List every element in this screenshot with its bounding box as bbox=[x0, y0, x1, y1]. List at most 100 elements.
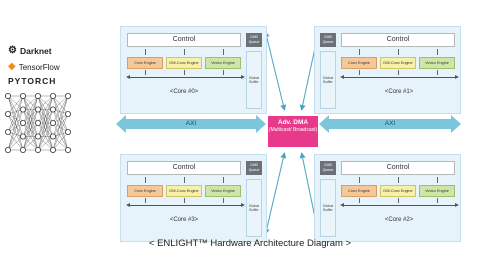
dw-conv-engine: DW-Conv Engine bbox=[380, 185, 416, 197]
cmd-queue-block: CMD Queue bbox=[246, 33, 262, 47]
vector-engine: Vector Engine bbox=[205, 185, 241, 197]
nn-node bbox=[65, 147, 72, 154]
tensorflow-icon: ◆ bbox=[8, 61, 16, 72]
vector-engine: Vector Engine bbox=[419, 185, 455, 197]
global-buffer-block: Global Buffer bbox=[246, 51, 262, 109]
nn-edge bbox=[52, 122, 69, 151]
nn-edge bbox=[7, 95, 24, 124]
pytorch-label: PYTORCH bbox=[8, 76, 57, 86]
nn-node bbox=[50, 147, 57, 154]
global-buffer-block: Global Buffer bbox=[246, 179, 262, 237]
core-label: <Core #3> bbox=[169, 217, 199, 223]
core-1: Control CMD Queue Global Buffer Conv Eng… bbox=[314, 26, 461, 114]
nn-node bbox=[35, 120, 42, 127]
dma-subtitle: (Multicast/ Broadcast) bbox=[268, 127, 318, 133]
nn-node bbox=[19, 93, 26, 99]
neural-network-icon bbox=[5, 93, 72, 154]
data-path-tick bbox=[184, 198, 185, 203]
link-core0-dma bbox=[263, 31, 287, 111]
data-path-tick bbox=[223, 49, 224, 55]
data-path-tick bbox=[184, 49, 185, 55]
cmd-queue-block: CMD Queue bbox=[246, 161, 262, 175]
nn-node bbox=[50, 133, 57, 140]
vector-engine: Vector Engine bbox=[205, 57, 241, 69]
nn-edge bbox=[7, 95, 24, 110]
nn-node bbox=[5, 110, 11, 117]
nn-edge bbox=[22, 95, 39, 137]
core-data-bus bbox=[126, 75, 245, 79]
nn-node bbox=[19, 147, 26, 154]
nn-edge bbox=[52, 95, 69, 115]
nn-edge bbox=[7, 113, 24, 151]
nn-node bbox=[35, 133, 42, 140]
nn-edge bbox=[7, 95, 24, 151]
data-path-tick bbox=[223, 177, 224, 183]
nn-edge bbox=[22, 122, 39, 151]
cmd-queue-block: CMD Queue bbox=[320, 33, 336, 47]
nn-node bbox=[5, 93, 11, 99]
core-data-bus bbox=[126, 203, 245, 207]
nn-edge bbox=[52, 113, 69, 137]
conv-engine: Conv Engine bbox=[341, 185, 377, 197]
axi-right-bus: AXI bbox=[319, 115, 461, 133]
nn-edge bbox=[52, 136, 69, 151]
data-path-tick bbox=[437, 70, 438, 75]
dw-conv-engine: DW-Conv Engine bbox=[166, 57, 202, 69]
data-path-tick bbox=[398, 177, 399, 183]
nn-edge bbox=[7, 122, 24, 151]
data-path-tick bbox=[359, 198, 360, 203]
nn-edge bbox=[52, 131, 69, 151]
tensorflow-logo: ◆ TensorFlow bbox=[8, 62, 118, 72]
darknet-logo: ⚙ Darknet bbox=[8, 46, 118, 57]
core-label: <Core #1> bbox=[384, 89, 414, 95]
nn-node bbox=[65, 129, 72, 136]
data-path-tick bbox=[145, 198, 146, 203]
nn-node bbox=[65, 110, 72, 117]
data-path-tick bbox=[359, 49, 360, 55]
control-block: Control bbox=[127, 33, 241, 47]
adv-dma-block: Adv. DMA (Multicast/ Broadcast) bbox=[268, 116, 318, 147]
pytorch-logo: PYTORCH bbox=[8, 76, 118, 86]
core-data-bus bbox=[340, 203, 459, 207]
darknet-label: Darknet bbox=[19, 46, 52, 56]
data-path-tick bbox=[437, 177, 438, 183]
nn-edge bbox=[52, 95, 69, 151]
data-path-tick bbox=[359, 177, 360, 183]
nn-node bbox=[19, 120, 26, 127]
axi-left-bus: AXI bbox=[116, 115, 266, 133]
nn-edge bbox=[22, 136, 39, 151]
data-path-tick bbox=[184, 177, 185, 183]
tensorflow-label: TensorFlow bbox=[18, 62, 60, 72]
dw-conv-engine: DW-Conv Engine bbox=[166, 185, 202, 197]
nn-edge bbox=[37, 109, 54, 151]
nn-node bbox=[50, 106, 57, 113]
nn-edge bbox=[22, 95, 39, 124]
data-path-tick bbox=[184, 70, 185, 75]
conv-engine: Conv Engine bbox=[341, 57, 377, 69]
nn-edge bbox=[22, 109, 39, 151]
nn-node bbox=[35, 93, 42, 99]
vector-engine: Vector Engine bbox=[419, 57, 455, 69]
nn-edge bbox=[37, 95, 54, 124]
cmd-queue-block: CMD Queue bbox=[320, 161, 336, 175]
nn-edge bbox=[22, 95, 39, 110]
nn-edge bbox=[7, 113, 24, 137]
nn-edge bbox=[22, 95, 39, 151]
nn-node bbox=[35, 147, 42, 154]
data-path-tick bbox=[223, 198, 224, 203]
nn-node bbox=[65, 93, 72, 99]
nn-node bbox=[35, 106, 42, 113]
core-3: Control CMD Queue Global Buffer Conv Eng… bbox=[120, 154, 267, 242]
nn-edge bbox=[37, 95, 54, 151]
conv-engine: Conv Engine bbox=[127, 185, 163, 197]
conv-engine: Conv Engine bbox=[127, 57, 163, 69]
nn-edge bbox=[52, 95, 69, 137]
data-path-tick bbox=[398, 70, 399, 75]
dma-title: Adv. DMA bbox=[277, 119, 309, 126]
nn-edge bbox=[7, 109, 24, 133]
nn-edge bbox=[37, 95, 54, 110]
nn-edge bbox=[7, 95, 24, 133]
nn-edge bbox=[7, 109, 24, 151]
nn-edge bbox=[37, 95, 54, 137]
dw-conv-engine: DW-Conv Engine bbox=[380, 57, 416, 69]
